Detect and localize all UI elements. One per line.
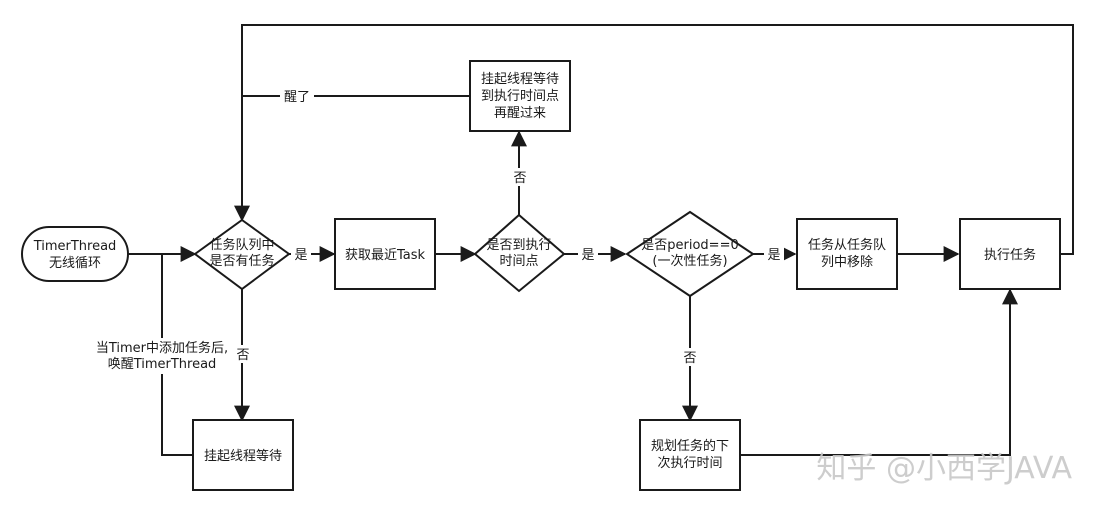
period-check-line-1: 是否period==0 (641, 238, 738, 253)
queue-check-line-2: 是否有任务 (209, 253, 274, 269)
edge-labels: 是 是 是 否 否 否 醒了 当Timer中添加任务后, 唤醒TimerThre… (92, 87, 784, 374)
start-node: TimerThread 无线循环 (21, 226, 129, 282)
edge-suspend-wake-path (161, 254, 193, 456)
period-check-diamond: 是否period==0 (一次性任务) (625, 210, 755, 298)
remove-task-line-1: 任务从任务队 (808, 237, 886, 253)
schedule-next-box: 规划任务的下 次执行时间 (639, 419, 741, 491)
label-queue-yes: 是 (294, 248, 307, 263)
suspend-box: 挂起线程等待 (192, 419, 294, 491)
get-task-label: 获取最近Task (345, 248, 426, 263)
remove-task-line-2: 列中移除 (821, 255, 873, 270)
watermark: 知乎 @小西学JAVA (816, 451, 1072, 486)
suspend-wait-line-1: 挂起线程等待 (481, 71, 559, 87)
start-node-line-1: TimerThread (33, 239, 117, 254)
edge-schedule-to-execute (740, 288, 1018, 456)
label-time-no: 否 (513, 171, 526, 186)
period-check-line-2: (一次性任务) (652, 253, 727, 269)
suspend-label: 挂起线程等待 (204, 448, 282, 464)
get-task-box: 获取最近Task (334, 218, 436, 290)
suspend-wait-box: 挂起线程等待 到执行时间点 再醒过来 (469, 60, 571, 132)
label-add-task-wake-line-2: 唤醒TimerThread (108, 357, 217, 372)
suspend-wait-line-3: 再醒过来 (494, 106, 546, 121)
label-period-yes: 是 (767, 248, 780, 263)
time-check-line-2: 时间点 (499, 254, 538, 269)
execute-task-label: 执行任务 (984, 247, 1036, 263)
suspend-wait-line-2: 到执行时间点 (481, 89, 559, 104)
label-woke: 醒了 (284, 90, 310, 105)
label-time-yes: 是 (581, 248, 594, 263)
schedule-next-line-1: 规划任务的下 (651, 438, 729, 454)
remove-task-box: 任务从任务队 列中移除 (796, 218, 898, 290)
schedule-next-line-2: 次执行时间 (657, 455, 722, 471)
label-queue-no: 否 (236, 348, 249, 363)
queue-check-line-1: 任务队列中 (209, 237, 274, 253)
time-check-diamond: 是否到执行 时间点 (473, 213, 566, 293)
edge-execute-loop-back (234, 24, 1074, 255)
execute-task-box: 执行任务 (959, 218, 1061, 290)
start-node-line-2: 无线循环 (49, 256, 101, 271)
label-period-no: 否 (683, 351, 696, 366)
label-add-task-wake-line-1: 当Timer中添加任务后, (96, 340, 228, 356)
queue-check-diamond: 任务队列中 是否有任务 (193, 218, 291, 291)
nodes: TimerThread 无线循环 任务队列中 是否有任务 获取最近Task 是否… (21, 60, 1061, 491)
connectors (128, 24, 1074, 456)
time-check-line-1: 是否到执行 (486, 238, 551, 253)
